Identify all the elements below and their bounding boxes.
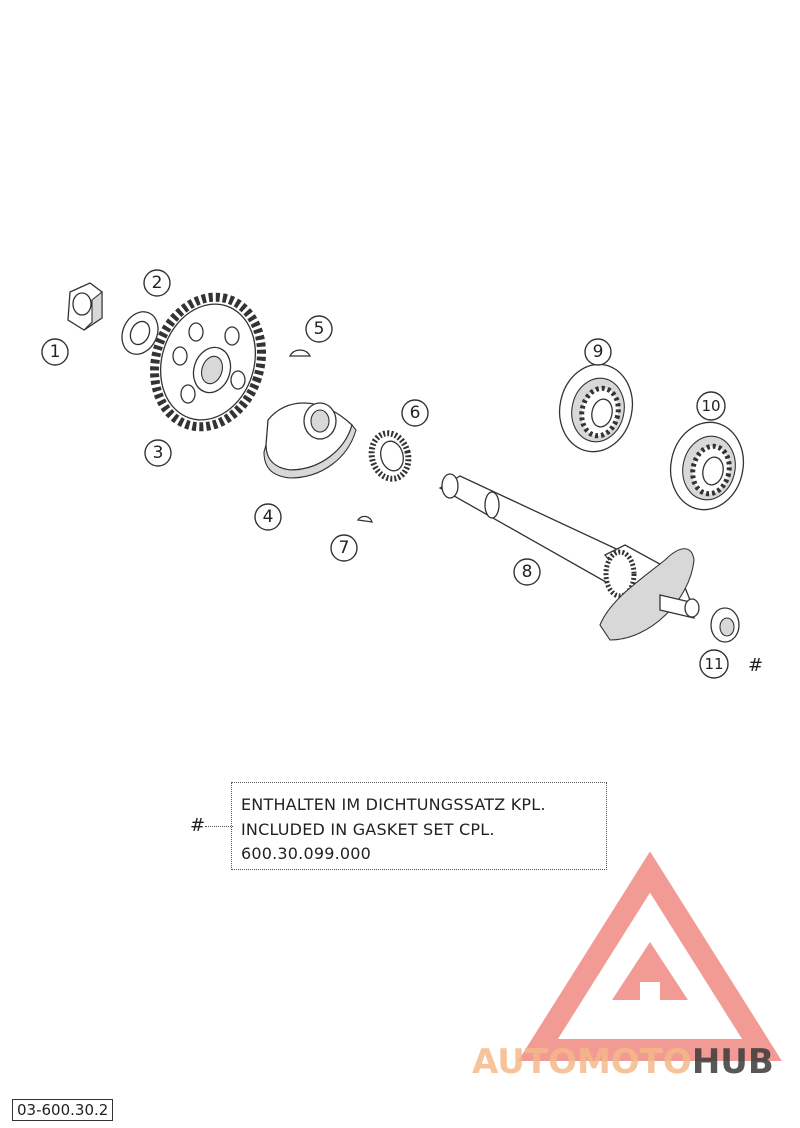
svg-text:5: 5 [314, 319, 325, 339]
callout-11: 11 [699, 649, 729, 679]
svg-text:6: 6 [410, 403, 421, 423]
needle-bearing-part [368, 430, 412, 482]
small-key-part [356, 515, 373, 523]
svg-text:11: 11 [704, 655, 723, 673]
note-line-en: INCLUDED IN GASKET SET CPL. [241, 819, 495, 839]
callout-9: 9 [584, 338, 612, 366]
woodruff-key-part [288, 349, 312, 357]
callout-11-hash: # [748, 655, 763, 676]
needle-sleeve-part [710, 607, 740, 643]
callout-3: 3 [144, 439, 172, 467]
svg-text:2: 2 [152, 273, 163, 293]
balancer-shaft-part [438, 473, 700, 641]
svg-text:10: 10 [701, 397, 720, 415]
callout-7: 7 [330, 534, 358, 562]
gear-part [150, 292, 266, 432]
callout-1: 1 [41, 338, 69, 366]
watermark-text: AUTOMOTOHUB [472, 1042, 774, 1082]
ball-bearing-part [558, 363, 634, 453]
watermark-text-hub: HUB [691, 1042, 774, 1082]
callout-6: 6 [401, 399, 429, 427]
svg-text:4: 4 [263, 507, 274, 527]
svg-text:9: 9 [593, 342, 604, 362]
washer-part [121, 311, 159, 355]
ball-bearing-large-part [669, 421, 745, 511]
callout-5: 5 [305, 315, 333, 343]
svg-text:1: 1 [50, 342, 61, 362]
note-part-number: 600.30.099.000 [241, 844, 372, 863]
watermark-logo [518, 851, 782, 1061]
note-box: ENTHALTEN IM DICHTUNGSSATZ KPL. INCLUDED… [231, 782, 607, 870]
document-id: 03-600.30.2 [12, 1099, 114, 1121]
hex-nut-part [67, 282, 103, 331]
note-marker: # [190, 815, 206, 836]
svg-text:8: 8 [522, 562, 533, 582]
callout-8: 8 [513, 558, 541, 586]
svg-text:7: 7 [339, 538, 350, 558]
callout-2: 2 [143, 269, 171, 297]
callout-4: 4 [254, 503, 282, 531]
note-leader [205, 826, 233, 827]
counterweight-part [263, 402, 357, 479]
callout-10: 10 [696, 391, 726, 421]
note-line-de: ENTHALTEN IM DICHTUNGSSATZ KPL. [241, 795, 546, 814]
svg-text:3: 3 [153, 443, 164, 463]
watermark-text-automoto: AUTOMOTO [472, 1042, 692, 1082]
